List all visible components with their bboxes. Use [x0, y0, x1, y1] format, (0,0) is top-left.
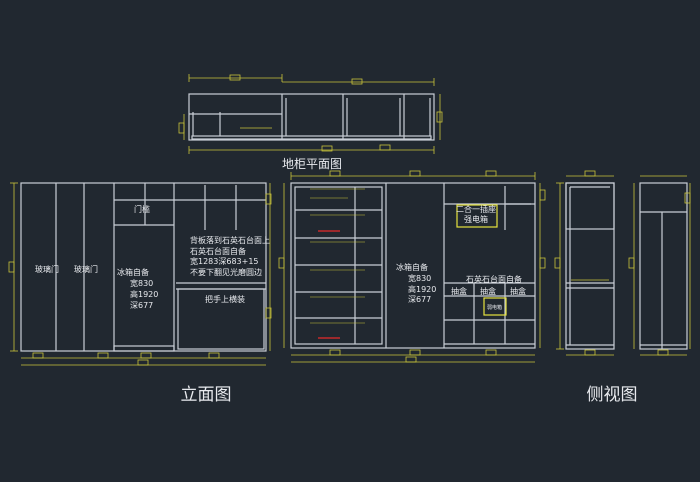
glass-door-label-1: 玻璃门: [35, 264, 59, 274]
small-box-label: 弱电箱: [487, 304, 502, 311]
handle-note: 把手上横装: [205, 294, 245, 304]
center-shelf-notes: [310, 188, 365, 324]
small-box-outline: [483, 297, 507, 316]
side-view-title: 侧视图: [587, 385, 638, 405]
two-in-one-socket: 二合一插座: [456, 204, 496, 214]
note-line-3: 宽1283深683+15: [190, 256, 259, 266]
center-fridge-width: 宽830: [408, 273, 431, 283]
fridge-label: 冰箱自备: [117, 267, 149, 277]
center-fridge-depth: 深677: [408, 295, 431, 304]
quartz-top-label: 石英石台面自备: [466, 274, 522, 284]
floor-plan: [188, 93, 435, 141]
center-fridge-label: 冰箱自备: [396, 262, 428, 272]
center-elevation-dimensions: [278, 170, 546, 363]
note-line-2: 石英石台面自备: [190, 246, 246, 256]
left-elevation-labels: 玻璃门 玻璃门 门槛 冰箱自备 宽830 高1920 深677 背板落到石英石台…: [35, 204, 270, 310]
power-box-outline: [456, 204, 498, 228]
note-line-4: 不要下翻见光磨圆边: [190, 267, 262, 277]
floor-plan-dimensions: [178, 74, 443, 154]
elevation-title: 立面图: [181, 385, 232, 405]
drawer-label-2: 抽盒: [480, 286, 496, 296]
side-view-2: [639, 182, 688, 350]
fridge-depth: 深677: [130, 301, 153, 310]
power-box-label: 强电箱: [464, 214, 488, 224]
fridge-height: 高1920: [130, 289, 158, 299]
drawer-label-3: 抽盒: [510, 286, 526, 296]
center-shelf-highlights: [318, 230, 340, 339]
note-line-1: 背板落到石英石台面上: [190, 235, 270, 245]
drawer-label-1: 抽盒: [451, 286, 467, 296]
glass-door-label-2: 玻璃门: [74, 264, 98, 274]
center-elevation: [290, 182, 536, 349]
side-view-dimensions: [554, 170, 691, 356]
floor-plan-title: 地柜平面图: [282, 157, 342, 171]
fridge-width: 宽830: [130, 278, 153, 288]
center-elevation-labels: 冰箱自备 宽830 高1920 深677 二合一插座 强电箱 石英石台面自备 抽…: [396, 204, 526, 311]
door-sill-label: 门槛: [134, 204, 150, 214]
center-fridge-height: 高1920: [408, 284, 436, 294]
side-view-1: [565, 182, 615, 350]
left-elevation-dimensions: [8, 182, 272, 366]
left-elevation: [20, 182, 267, 352]
